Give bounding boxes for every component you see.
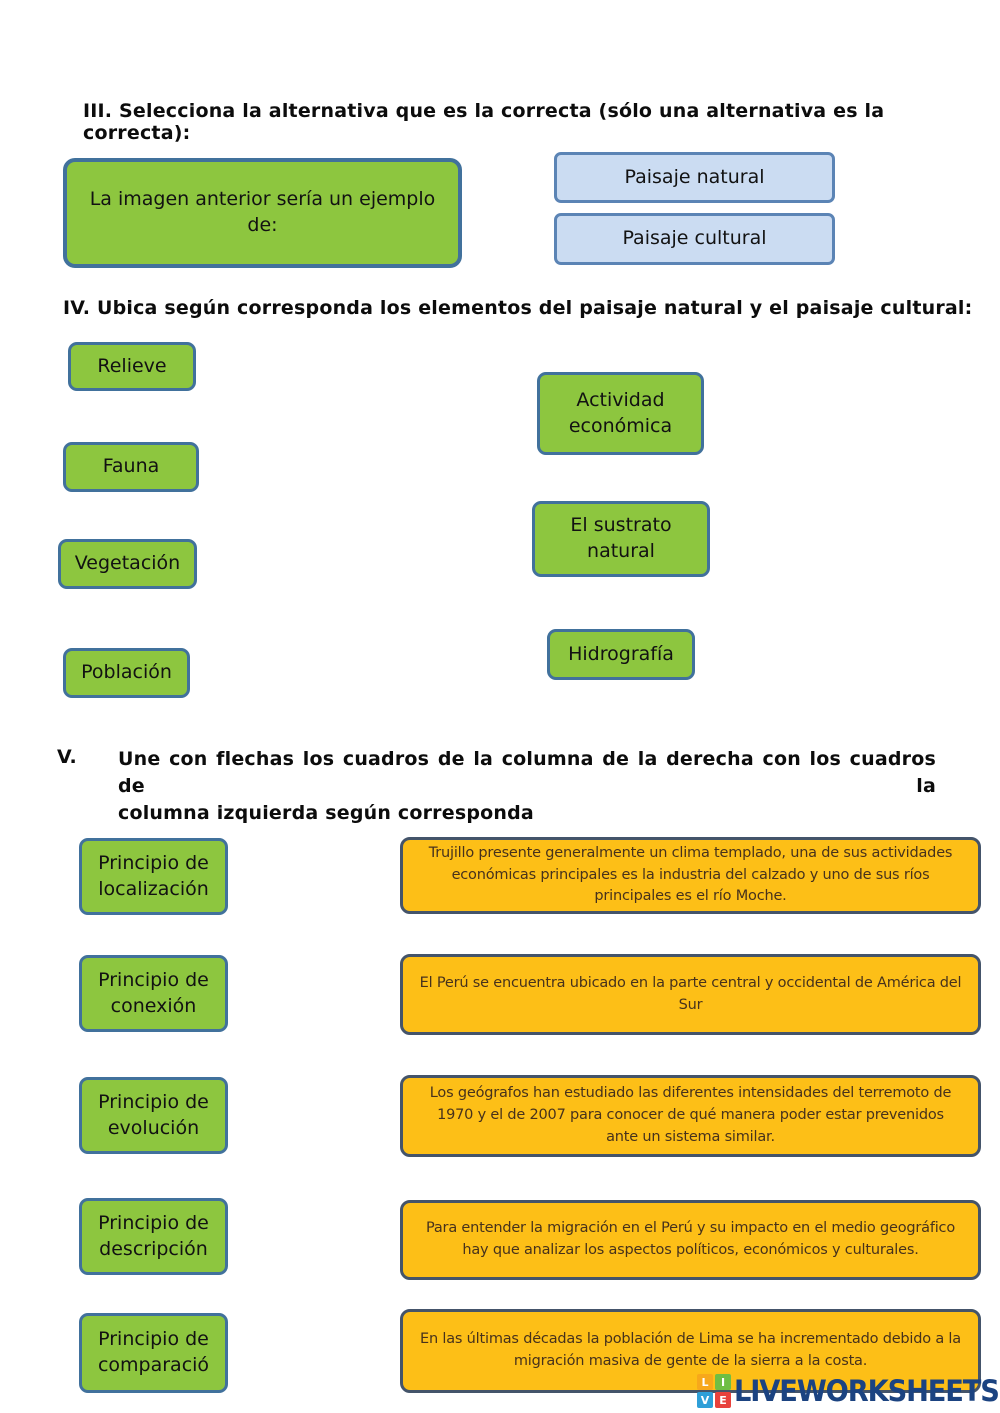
principle-label: Principio de evolución [98,1090,209,1139]
principle-label: Principio de descripción [98,1211,209,1260]
principle-box-descripcion[interactable]: Principio de descripción [79,1198,228,1275]
drag-item-label: Fauna [102,455,160,478]
section-v-heading-line1: Une con flechas los cuadros de la column… [118,748,936,797]
drag-item-label: Hidrografía [568,642,674,665]
principle-box-evolucion[interactable]: Principio de evolución [79,1077,228,1154]
drag-item-poblacion[interactable]: Población [63,648,190,698]
statement-box-migracion[interactable]: Para entender la migración en el Perú y … [400,1200,981,1280]
statement-text: Trujillo presente generalmente un clima … [428,844,953,905]
principle-box-conexion[interactable]: Principio de conexión [79,955,228,1032]
drag-item-hidrografia[interactable]: Hidrografía [547,629,695,680]
liveworksheets-tiles-icon: L I V E [697,1374,731,1408]
drag-item-fauna[interactable]: Fauna [63,442,199,492]
statement-text: Los geógrafos han estudiado las diferent… [429,1085,952,1145]
statement-text: El Perú se encuentra ubicado en la parte… [419,974,962,1013]
option-paisaje-natural[interactable]: Paisaje natural [554,152,835,203]
logo-tile-l: L [697,1374,713,1390]
logo-tile-e: E [715,1392,731,1408]
principle-label: Principio de localización [98,851,209,900]
drag-item-relieve[interactable]: Relieve [68,342,196,391]
statement-box-terremoto[interactable]: Los geógrafos han estudiado las diferent… [400,1075,981,1157]
option-label: Paisaje cultural [622,227,767,250]
drag-item-vegetacion[interactable]: Vegetación [58,539,197,589]
statement-text: En las últimas décadas la población de L… [420,1331,961,1369]
drag-item-actividad-economica[interactable]: Actividad económica [537,372,704,455]
statement-box-lima-poblacion[interactable]: En las últimas décadas la población de L… [400,1309,981,1393]
question-prompt-text: La imagen anterior sería un ejemplo de: [89,188,436,236]
question-prompt-box: La imagen anterior sería un ejemplo de: [63,158,462,268]
option-paisaje-cultural[interactable]: Paisaje cultural [554,213,835,265]
statement-box-trujillo[interactable]: Trujillo presente generalmente un clima … [400,837,981,914]
drag-item-label: Actividad económica [568,388,673,437]
principle-label: Principio de comparació [97,1328,210,1376]
drag-item-label: Vegetación [74,552,181,575]
section-iii-heading: III. Selecciona la alternativa que es la… [83,100,885,144]
statement-box-peru-ubicacion[interactable]: El Perú se encuentra ubicado en la parte… [400,954,981,1035]
drag-item-label: El sustrato natural [570,514,672,562]
drag-item-label: Relieve [97,354,167,377]
principle-box-localizacion[interactable]: Principio de localización [79,838,228,915]
option-label: Paisaje natural [624,165,765,188]
liveworksheets-logo[interactable]: L I V E LIVEWORKSHEETS [697,1372,1000,1410]
principle-label: Principio de conexión [98,968,209,1017]
drag-item-sustrato-natural[interactable]: El sustrato natural [532,501,710,577]
statement-text: Para entender la migración en el Perú y … [425,1220,955,1258]
drag-item-label: Población [81,661,172,684]
section-v-heading-line2: columna izquierda según corresponda [118,802,534,824]
logo-tile-i: I [715,1374,731,1390]
liveworksheets-wordmark: LIVEWORKSHEETS [734,1374,1000,1408]
principle-box-comparacion[interactable]: Principio de comparació [79,1313,228,1393]
logo-tile-v: V [697,1392,713,1408]
section-v-numeral: V. [57,746,77,768]
section-iv-heading: IV. Ubica según corresponda los elemento… [63,297,973,319]
